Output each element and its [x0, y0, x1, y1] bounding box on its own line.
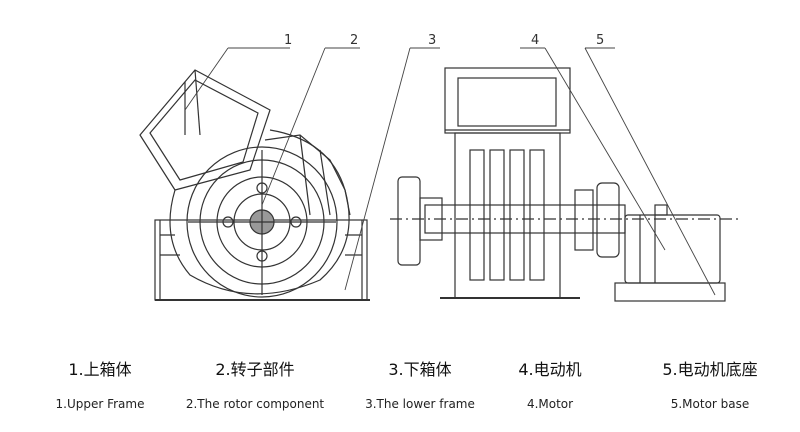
legend-label-cn: 4.电动机 — [518, 360, 582, 379]
callout-5: 5 — [596, 33, 604, 48]
callout-2: 2 — [350, 33, 358, 48]
upper-frame-hopper — [139, 69, 271, 191]
legend-label-cn: 5.电动机底座 — [662, 360, 758, 379]
legend-label-en: 4.Motor — [526, 397, 574, 411]
legend-label-en: 1.Upper Frame — [55, 397, 145, 411]
legend-item-motor-base: 5.电动机底座 5.Motor base — [640, 360, 780, 412]
legend-label-cn: 3.下箱体 — [388, 360, 452, 379]
legend-item-upper-frame: 1.上箱体 1.Upper Frame — [40, 360, 160, 412]
legend-label-en: 2.The rotor component — [185, 397, 325, 411]
callout-3: 3 — [428, 33, 436, 48]
callout-4: 4 — [531, 33, 539, 48]
callout-1: 1 — [284, 33, 292, 48]
flywheel — [397, 176, 421, 266]
legend-label-en: 5.Motor base — [670, 397, 750, 411]
legend-item-motor: 4.电动机 4.Motor — [500, 360, 600, 412]
motor-base — [614, 282, 726, 302]
side-view — [139, 69, 370, 301]
legend-label-cn: 1.上箱体 — [68, 360, 132, 379]
legend-label-en: 3.The lower frame — [365, 397, 475, 411]
legend-item-lower-frame: 3.下箱体 3.The lower frame — [345, 360, 495, 412]
front-view — [390, 67, 740, 302]
leader-lines — [184, 47, 716, 296]
coupling — [596, 182, 620, 258]
parts-legend: 1.上箱体 1.Upper Frame 2.转子部件 2.The rotor c… — [0, 360, 800, 432]
motor — [624, 214, 721, 284]
crusher-technical-drawing: 1 2 3 4 5 — [139, 33, 740, 302]
legend-label-cn: 2.转子部件 — [215, 360, 295, 379]
legend-item-rotor: 2.转子部件 2.The rotor component — [160, 360, 350, 412]
rotor — [186, 146, 338, 298]
